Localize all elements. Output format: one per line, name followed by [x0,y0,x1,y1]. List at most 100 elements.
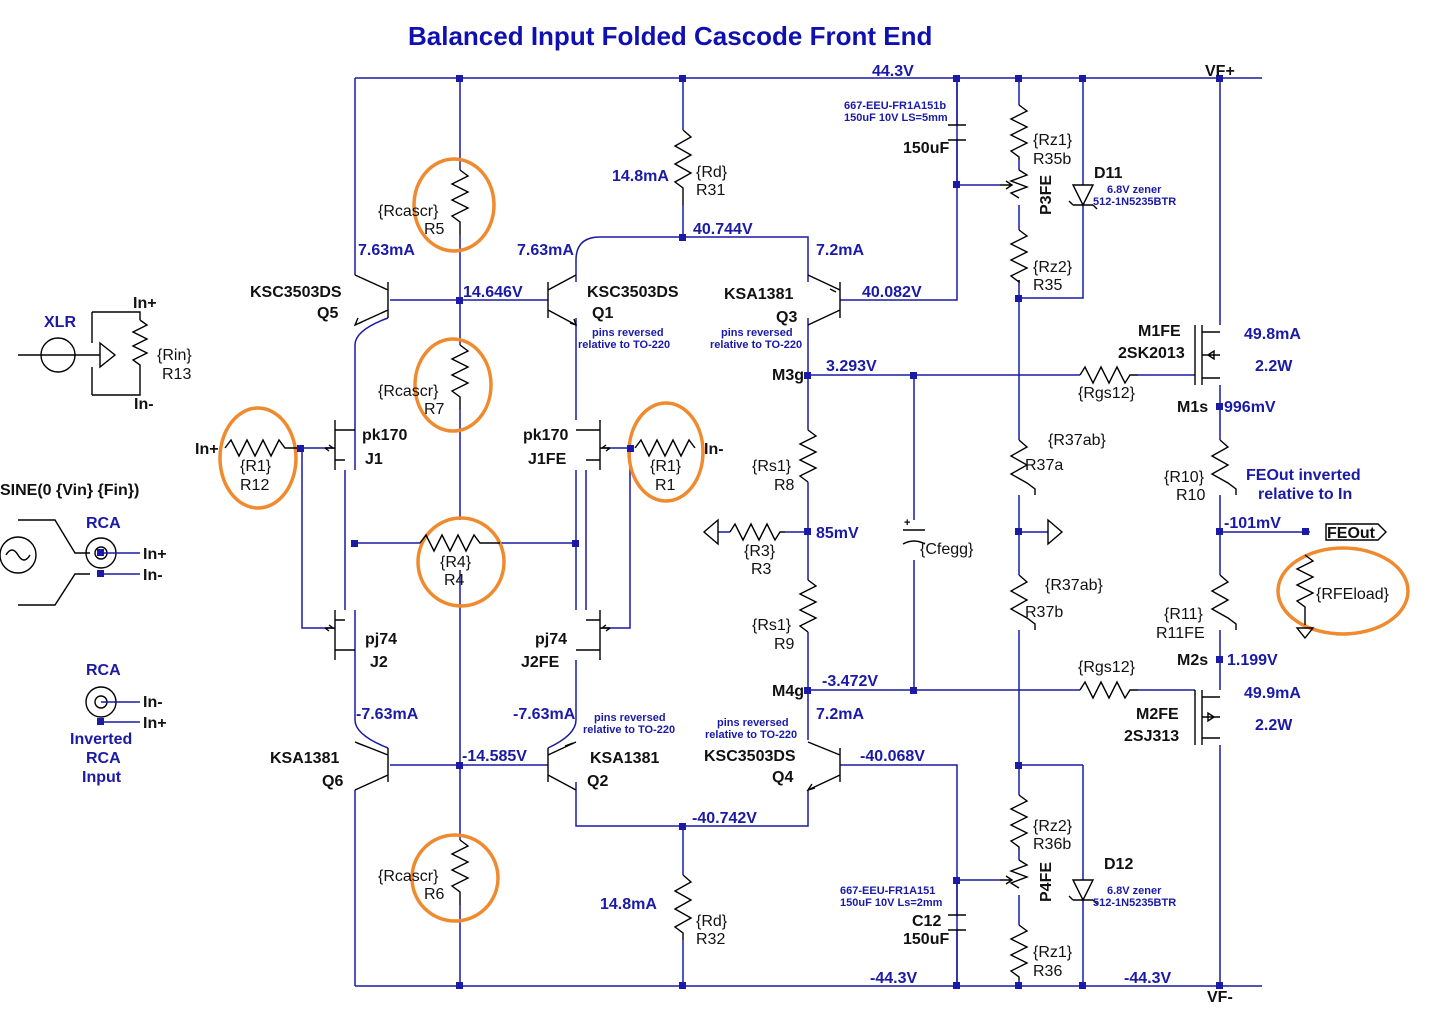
r9-value: {Rs1} [752,617,792,634]
r1-name: R1 [655,477,676,494]
r35b-name: R35b [1033,151,1071,168]
jfet-j2-icon [324,610,355,660]
resistor-r4 [419,533,500,553]
r31-name: R31 [696,182,725,199]
resistor-r32 [673,874,693,940]
top-cap-part: 667-EEU-FR1A151b [844,100,946,112]
capacitor-c12 [948,914,966,931]
resistor-r11fe [1210,574,1237,630]
r1-value: {R1} [650,458,682,475]
resistor-r10 [1210,439,1237,495]
xlr-wiring [18,320,117,395]
transistor-q6-icon [354,741,389,791]
r5-value: {Rcascr} [378,203,439,220]
rail-neg-voltage-b: -44.3V [1124,970,1171,987]
resistor-r12 [224,438,300,458]
j2-name: J2 [370,654,388,671]
q6-name: Q6 [322,773,343,790]
j2fe-name: J2FE [521,654,560,671]
xlr-in-plus: In+ [133,295,157,312]
zener-d11-icon [1068,184,1098,210]
r9-name: R9 [774,636,795,653]
r8-name: R8 [774,477,795,494]
q4-pins-note: pins reversed [717,717,789,729]
inverted-rca-note-2: RCA [86,750,121,767]
mid-node-voltage: 85mV [816,525,859,542]
highlight-r12 [218,406,298,510]
p4fe-wiper-icon [1000,875,1014,885]
c12-part: 667-EEU-FR1A151 [840,885,935,897]
r37-ground-arrow-icon [1047,518,1064,546]
feout-note-2: relative to In [1258,486,1352,503]
potentiometer-p3fe [1009,169,1029,199]
sine-wave-icon [5,549,31,561]
resistor-r3 [729,522,785,542]
resistor-r7 [450,344,470,410]
feout-note-1: FEOut inverted [1246,467,1361,484]
r32-value: {Rd} [696,913,728,930]
potentiometer-p4fe [1009,859,1029,889]
j1fe-type: pk170 [523,427,568,444]
jfet-j1fe-icon [576,420,611,470]
caps-diodes: + [902,124,1098,931]
j1-name: J1 [365,451,383,468]
transistor-q1-icon [547,274,578,327]
rgs12-top-value: {Rgs12} [1078,385,1136,402]
rgs12-bottom-value: {Rgs12} [1078,659,1136,676]
q1-pins-note: pins reversed [592,327,664,339]
m1s-node: M1s [1177,399,1208,416]
resistor-rfeload [1295,554,1315,625]
q2-current: -7.63mA [513,706,576,723]
r37b-name: R37b [1025,604,1063,621]
left-bottom-voltage: -14.585V [462,748,527,765]
rca-label: RCA [86,515,121,532]
q5-name: Q5 [317,305,338,322]
q3-pins-note: pins reversed [721,327,793,339]
c12-value: 150uF [903,931,949,948]
output-voltage: -101mV [1224,515,1281,532]
q4-name: Q4 [772,769,793,786]
highlight-r5 [412,157,496,253]
r11fe-value: {R11} [1164,606,1204,623]
junctions [97,75,1309,989]
rail-vf-plus: VF+ [1205,63,1235,80]
q2-pins-note: pins reversed [594,712,666,724]
rca-inverted-label: RCA [86,662,121,679]
r7-value: {Rcascr} [378,383,439,400]
d12-part: 512-1N5235BTR [1093,897,1176,909]
r12-name: R12 [240,477,269,494]
q1-type: KSC3503DS [587,284,679,301]
r31-current: 14.8mA [612,168,669,185]
c12-spec: 150uF 10V Ls=2mm [840,897,943,909]
q3-pins-note-2: relative to TO-220 [710,339,802,351]
q5-type: KSC3503DS [250,284,342,301]
r12-value: {R1} [240,458,272,475]
r13-wiring [91,311,141,396]
q5-current: 7.63mA [358,242,415,259]
resistor-r5 [450,169,470,235]
labels: Balanced Input Folded Cascode Front End … [0,21,1390,1006]
p4fe-label: P4FE [1038,862,1055,902]
resistor-rgs12-top [1079,365,1138,385]
m4g-node: M4g [772,683,804,700]
page-title: Balanced Input Folded Cascode Front End [408,21,932,51]
r4-value: {R4} [440,554,472,571]
r10-value: {R10} [1164,469,1205,486]
r32-name: R32 [696,931,725,948]
r36b-name: R36b [1033,836,1071,853]
r10-name: R10 [1176,487,1205,504]
r3-name: R3 [751,561,772,578]
r11fe-name: R11FE [1156,625,1205,642]
r35b-value: {Rz1} [1033,132,1073,149]
resistor-rgs12-bottom [1079,680,1138,700]
r5-name: R5 [424,221,445,238]
m2s-node: M2s [1177,652,1208,669]
q2-pins-note-2: relative to TO-220 [583,724,675,736]
mid-bottom-voltage: -40.742V [692,810,757,827]
r8-value: {Rs1} [752,458,792,475]
r6-name: R6 [424,886,445,903]
m1fe-type: 2SK2013 [1118,345,1185,362]
m1fe-current: 49.8mA [1244,326,1301,343]
r36-value: {Rz1} [1033,944,1073,961]
mosfet-m1fe-icon [1194,325,1220,385]
